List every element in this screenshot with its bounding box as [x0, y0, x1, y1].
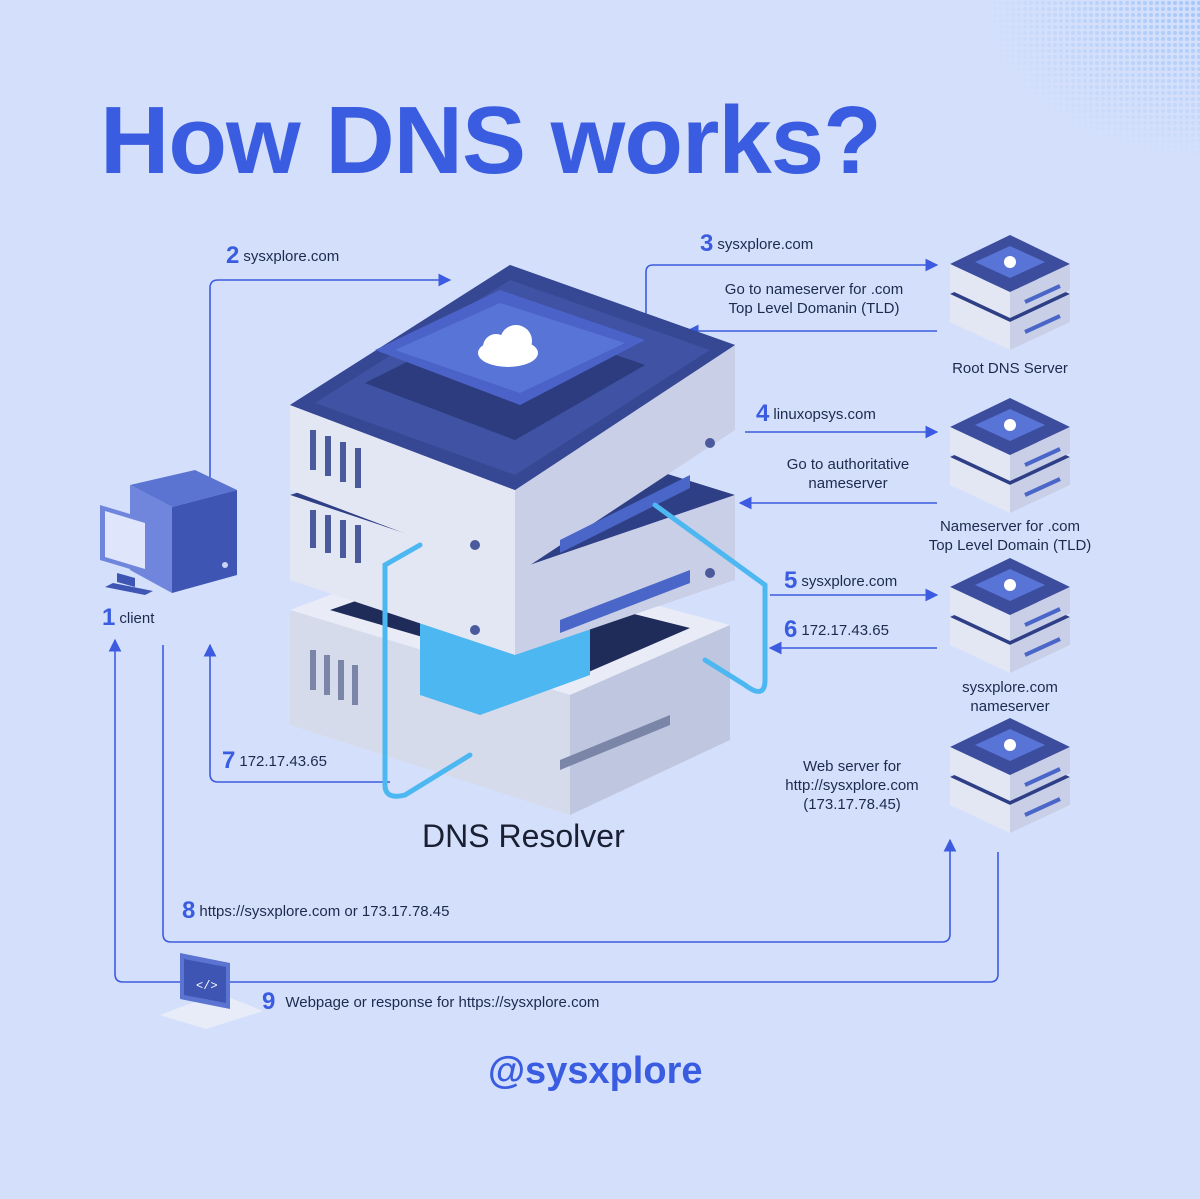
step-4-reply-line2: nameserver [808, 475, 888, 492]
step-2-number: 2 [226, 242, 240, 269]
arrow-step-3 [645, 258, 939, 330]
authoritative-nameserver-icon [950, 558, 1070, 673]
tld-nameserver-icon [950, 398, 1070, 513]
step-7-number: 7 [222, 747, 236, 774]
step-9-text: Webpage or response for https://sysxplor… [285, 994, 600, 1011]
step-6-number: 6 [784, 616, 798, 643]
dns-resolver-illustration [290, 265, 768, 815]
step-9-label: 9 Webpage or response for https://sysxplo… [262, 990, 600, 1014]
step-3-text: sysxplore.com [717, 236, 814, 253]
root-dns-server-line1: Root DNS Server [952, 360, 1068, 377]
step-5-number: 5 [784, 567, 798, 594]
arrow-step-2 [209, 273, 452, 480]
dns-resolver-label: DNS Resolver [422, 818, 625, 854]
step-4-reply-label: Go to authoritative nameserver [758, 455, 938, 493]
svg-text:</>: </> [196, 979, 218, 993]
arrow-step-7 [203, 643, 390, 783]
page-title: How DNS works? [100, 87, 882, 194]
tld-nameserver-label: Nameserver for .com Top Level Domain (TL… [900, 517, 1120, 555]
web-server-line1: Web server for [802, 758, 902, 775]
step-3-number: 3 [700, 230, 714, 257]
step-8-text: https://sysxplore.com or 173.17.78.45 [199, 903, 450, 920]
brand-handle: @sysxplore [488, 1050, 703, 1092]
arrow-step-9 [108, 638, 999, 983]
web-server-line3: (173.17.78.45) [803, 796, 901, 813]
root-dns-server-icon [950, 235, 1070, 350]
step-3-reply-line2: Top Level Domanin (TLD) [728, 300, 900, 317]
authoritative-nameserver-line1: sysxplore.com [962, 679, 1058, 696]
laptop-icon: </> [160, 953, 263, 1029]
resolver-cables [382, 502, 768, 799]
step-6-text: 172.17.43.65 [801, 622, 889, 639]
web-server-label: Web server for http://sysxplore.com (173… [752, 757, 952, 814]
step-8-number: 8 [182, 897, 196, 924]
web-server-line2: http://sysxplore.com [785, 777, 919, 794]
web-server-icon [950, 718, 1070, 833]
authoritative-nameserver-line2: nameserver [970, 698, 1050, 715]
client-computer-icon [100, 470, 237, 595]
step-4-text: linuxopsys.com [773, 406, 876, 423]
tld-nameserver-line1: Nameserver for .com [939, 518, 1081, 535]
step-5-text: sysxplore.com [801, 573, 898, 590]
step-2-text: sysxplore.com [243, 248, 340, 265]
step-7-text: 172.17.43.65 [239, 753, 327, 770]
resolver-top-unit [290, 265, 735, 575]
tld-nameserver-line2: Top Level Domain (TLD) [928, 537, 1092, 554]
client-number: 1 [102, 604, 116, 631]
arrow-step-8 [162, 645, 957, 943]
step-4-reply-line1: Go to authoritative [786, 456, 910, 473]
step-4-number: 4 [756, 400, 770, 427]
root-dns-server-label: Root DNS Server [910, 359, 1110, 378]
authoritative-nameserver-label: sysxplore.com nameserver [910, 678, 1110, 716]
halftone-decoration [980, 0, 1200, 160]
step-3-reply-line1: Go to nameserver for .com [724, 281, 904, 298]
step-9-number: 9 [262, 988, 276, 1015]
step-3-reply-label: Go to nameserver for .com Top Level Doma… [694, 280, 934, 318]
client-text: client [119, 610, 155, 627]
